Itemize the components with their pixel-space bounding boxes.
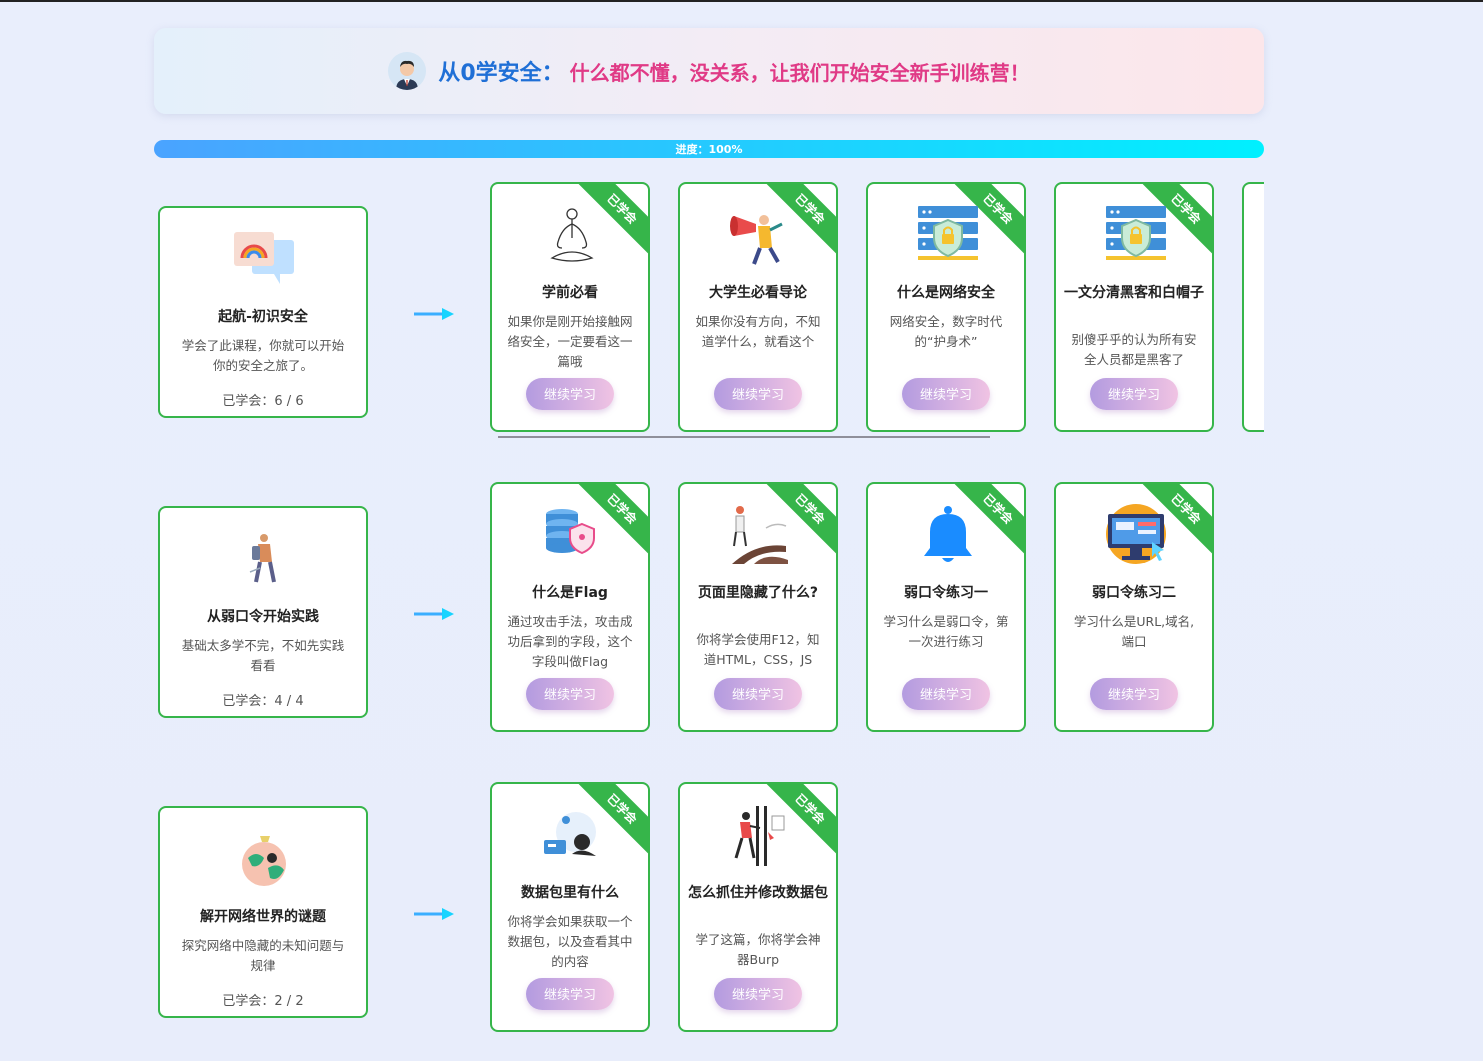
lesson-card[interactable]: 已学会 怎么抓住并修改数据包 学了这篇，你将学会神器Burp 继续学习 [678,782,838,1032]
continue-learning-button[interactable]: 继续学习 [714,378,802,410]
lesson-description: 如果你没有方向，不知道学什么，就看这个 [695,314,821,349]
catch-icon [726,802,794,870]
continue-learning-button[interactable]: 继续学习 [714,678,802,710]
group-title: 解开网络世界的谜题 [200,909,326,925]
lesson-title: 页面里隐藏了什么? [697,585,819,601]
lesson-title: 弱口令练习一 [904,585,988,601]
database-shield-icon [538,502,606,570]
header-banner: 从0学安全： 什么都不懂，没关系，让我们开始安全新手训练营！ [154,28,1264,114]
continue-learning-button[interactable]: 继续学习 [1090,678,1178,710]
lesson-title: 数据包里有什么 [521,885,619,901]
group-title: 起航-初识安全 [218,309,308,325]
lesson-card[interactable]: 已学会 弱口令练习一 学习什么是弱口令，第一次进行练习 继续学习 [866,482,1026,732]
packet-icon [538,802,606,870]
monitor-icon [1102,502,1170,570]
lesson-description: 你将学会使用F12，知道HTML，CSS，JS [696,632,820,667]
group-progress-count: 已学会：2 / 2 [222,994,304,1009]
lesson-card-partial[interactable] [1242,182,1264,432]
lesson-title: 大学生必看导论 [709,285,807,301]
lesson-description: 别傻乎乎的认为所有安全人员都是黑客了 [1071,332,1197,367]
lesson-description: 学习什么是URL,域名,端口 [1073,614,1195,649]
continue-learning-button[interactable]: 继续学习 [526,678,614,710]
arrow-right-icon [414,605,454,620]
lesson-card[interactable]: 已学会 弱口令练习二 学习什么是URL,域名,端口 继续学习 [1054,482,1214,732]
megaphone-icon [726,202,794,270]
lesson-description: 通过攻击手法，攻击成功后拿到的字段，这个字段叫做Flag [507,614,633,669]
globe-icon [230,828,298,890]
lesson-description: 学了这篇，你将学会神器Burp [695,932,821,967]
group-progress-count: 已学会：6 / 6 [222,394,304,409]
banner-title: 从0学安全： [438,61,564,86]
lesson-card[interactable]: 已学会 什么是网络安全 网络安全，数字时代的“护身术” 继续学习 [866,182,1026,432]
server-shield-icon [914,202,982,270]
continue-learning-button[interactable]: 继续学习 [1090,378,1178,410]
lesson-title: 什么是Flag [532,585,608,601]
crossroad-icon [726,502,794,570]
lesson-card[interactable]: 已学会 学前必看 如果你是刚开始接触网络安全，一定要看这一篇哦 继续学习 [490,182,650,432]
continue-learning-button[interactable]: 继续学习 [526,378,614,410]
lesson-title: 弱口令练习二 [1092,585,1176,601]
lesson-description: 如果你是刚开始接触网络安全，一定要看这一篇哦 [507,314,633,369]
lesson-card[interactable]: 已学会 数据包里有什么 你将学会如果获取一个数据包，以及查看其中的内容 继续学习 [490,782,650,1032]
group-title: 从弱口令开始实践 [207,609,319,625]
group-description: 学会了此课程，你就可以开始你的安全之旅了。 [181,338,345,373]
meditation-icon [538,202,606,270]
group-progress-count: 已学会：4 / 4 [222,694,304,709]
group-description: 探究网络中隐藏的未知问题与规律 [181,938,345,973]
progress-label: 进度：100% [675,143,743,156]
course-summary-card[interactable]: 起航-初识安全 学会了此课程，你就可以开始你的安全之旅了。 已学会：6 / 6 [158,206,368,418]
lesson-description: 你将学会如果获取一个数据包，以及查看其中的内容 [507,914,633,969]
group-description: 基础太多学不完，不如先实践看看 [181,638,345,673]
server-shield-icon [1102,202,1170,270]
course-summary-card[interactable]: 从弱口令开始实践 基础太多学不完，不如先实践看看 已学会：4 / 4 [158,506,368,718]
bell-icon [914,502,982,570]
continue-learning-button[interactable]: 继续学习 [902,678,990,710]
lesson-title: 学前必看 [542,285,598,301]
arrow-right-icon [414,905,454,920]
lesson-card[interactable]: 已学会 什么是Flag 通过攻击手法，攻击成功后拿到的字段，这个字段叫做Flag… [490,482,650,732]
hiker-icon [230,528,298,590]
lesson-title: 什么是网络安全 [897,285,995,301]
horizontal-scrollbar[interactable] [498,436,990,438]
lesson-description: 学习什么是弱口令，第一次进行练习 [883,614,1009,649]
continue-learning-button[interactable]: 继续学习 [714,978,802,1010]
continue-learning-button[interactable]: 继续学习 [526,978,614,1010]
avatar-icon [388,52,427,90]
lesson-description: 网络安全，数字时代的“护身术” [889,314,1003,349]
progress-bar: 进度：100% [154,140,1264,158]
lesson-title: 一文分清黑客和白帽子 [1064,285,1204,301]
arrow-right-icon [414,305,454,320]
lesson-card[interactable]: 已学会 大学生必看导论 如果你没有方向，不知道学什么，就看这个 继续学习 [678,182,838,432]
rainbow-icon [230,228,298,290]
lesson-card[interactable]: 已学会 页面里隐藏了什么? 你将学会使用F12，知道HTML，CSS，JS 继续… [678,482,838,732]
lesson-card[interactable]: 已学会 一文分清黑客和白帽子 别傻乎乎的认为所有安全人员都是黑客了 继续学习 [1054,182,1214,432]
progress-fill: 进度：100% [154,140,1264,158]
banner-subtitle: 什么都不懂，没关系，让我们开始安全新手训练营！ [569,60,1030,85]
continue-learning-button[interactable]: 继续学习 [902,378,990,410]
lesson-title: 怎么抓住并修改数据包 [688,885,828,901]
course-summary-card[interactable]: 解开网络世界的谜题 探究网络中隐藏的未知问题与规律 已学会：2 / 2 [158,806,368,1018]
